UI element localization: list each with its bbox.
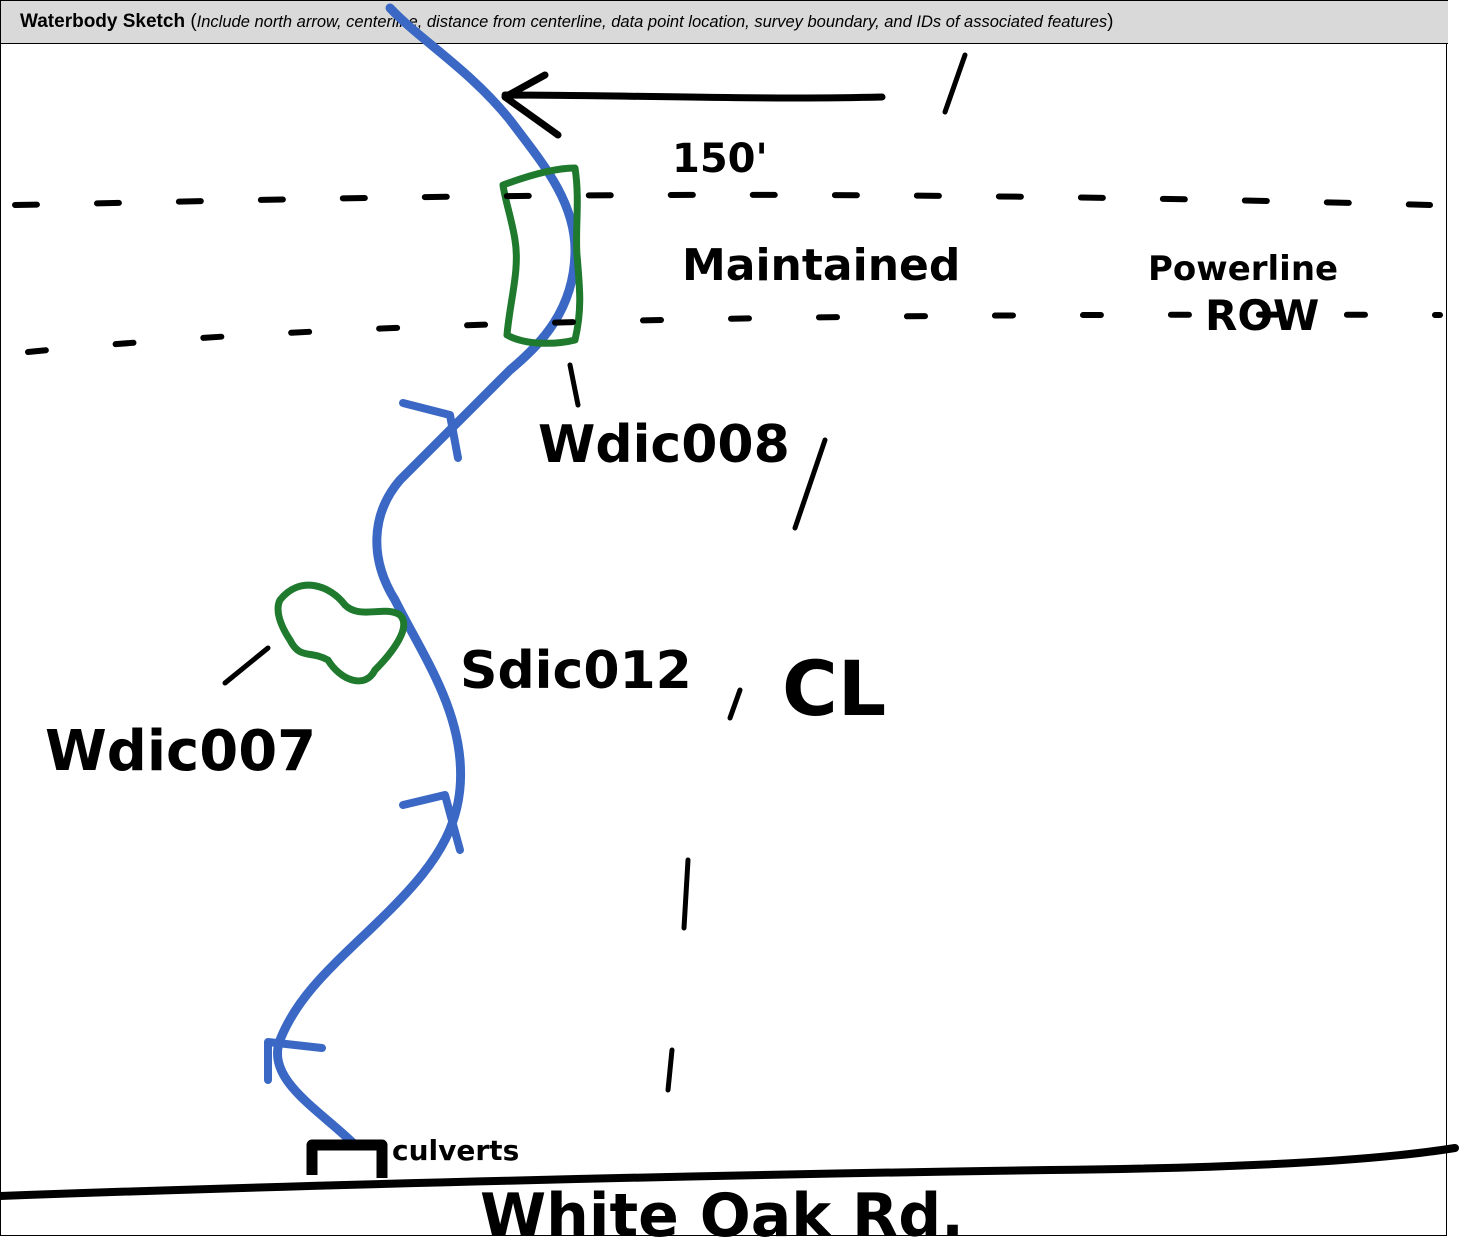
- paren-open: (: [185, 11, 197, 32]
- stream-line: [273, 3, 580, 1150]
- road-label: White Oak Rd.: [480, 1181, 964, 1243]
- leader-line-wdic008: [567, 362, 581, 408]
- wetland-wdic007-boundary: [274, 581, 407, 685]
- row-boundary-lower: [25, 311, 1443, 355]
- road-line: [0, 1144, 1459, 1200]
- leader-line-wdic007: [222, 645, 271, 686]
- stream-flow-arrow-lower: [264, 1038, 326, 1084]
- centerline-segment: [942, 52, 968, 115]
- centerline-segment: [681, 857, 691, 931]
- centerline-segment: [665, 1047, 675, 1093]
- section-instructions: Include north arrow, centerline, distanc…: [196, 13, 1108, 31]
- section-title: Waterbody Sketch: [20, 11, 186, 32]
- section-header: Waterbody Sketch (Include north arrow, c…: [1, 0, 1448, 44]
- centerline-segment: [792, 437, 828, 531]
- centerline-label: CL: [782, 644, 886, 733]
- culvert-icon: [306, 1139, 388, 1178]
- distance-arrow-icon: [501, 71, 886, 139]
- distance-label: 150': [672, 136, 768, 182]
- stream-sdic012-label: Sdic012: [460, 641, 692, 701]
- wetland-wdic008-boundary: [499, 164, 584, 347]
- stream-flow-arrow-upper: [399, 399, 462, 462]
- row-label-row: ROW: [1205, 291, 1319, 340]
- stream-flow-arrow-middle: [399, 791, 464, 854]
- paren-close: ): [1107, 11, 1114, 32]
- wetland-wdic007-label: Wdic007: [45, 719, 316, 784]
- row-label-maintained: Maintained: [682, 240, 960, 291]
- culvert-label: culverts: [392, 1134, 519, 1167]
- centerline-segment: [727, 687, 743, 721]
- wetland-wdic008-label: Wdic008: [538, 415, 790, 475]
- row-boundary-upper: [12, 191, 1433, 208]
- row-label-powerline: Powerline: [1148, 249, 1338, 289]
